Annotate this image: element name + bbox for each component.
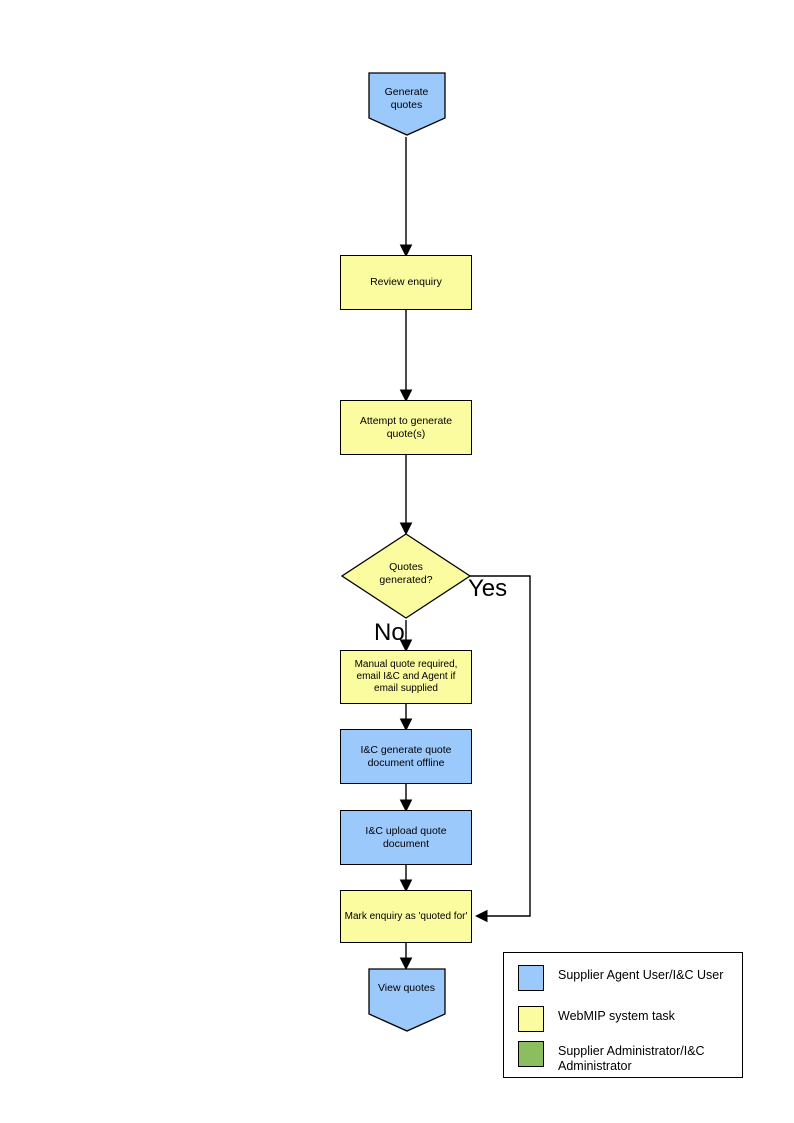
legend-swatch-blue: [518, 965, 544, 991]
node-view-quotes[interactable]: View quotes: [368, 968, 446, 1032]
legend-swatch-green: [518, 1041, 544, 1067]
node-label: Review enquiry: [370, 276, 442, 289]
legend-item-webmip-system-task: WebMIP system task: [518, 1006, 730, 1032]
legend-label: WebMIP system task: [558, 1009, 675, 1023]
node-label: View quotes: [377, 982, 435, 994]
diamond-shape: [341, 533, 472, 619]
edge-label-yes: Yes: [468, 575, 508, 602]
node-manual-quote-required[interactable]: Manual quote required,email I&C and Agen…: [340, 650, 472, 704]
node-mark-enquiry-quoted-for[interactable]: Mark enquiry as 'quoted for': [340, 890, 472, 943]
legend-label: Supplier Agent User/I&C User: [558, 968, 724, 982]
edge-label-no: No: [374, 619, 405, 646]
node-review-enquiry[interactable]: Review enquiry: [340, 255, 472, 310]
pentagon-shape: [368, 72, 446, 136]
legend-swatch-yellow: [518, 1006, 544, 1032]
node-label: Mark enquiry as 'quoted for': [344, 910, 468, 922]
node-label: Manual quote required,email I&C and Agen…: [354, 659, 458, 694]
pentagon-shape: [368, 968, 446, 1032]
edge-decision-yes-to-mark: [466, 575, 531, 923]
legend-item-supplier-agent-user: Supplier Agent User/I&C User: [518, 965, 730, 991]
legend: Supplier Agent User/I&C User WebMIP syst…: [503, 952, 743, 1078]
